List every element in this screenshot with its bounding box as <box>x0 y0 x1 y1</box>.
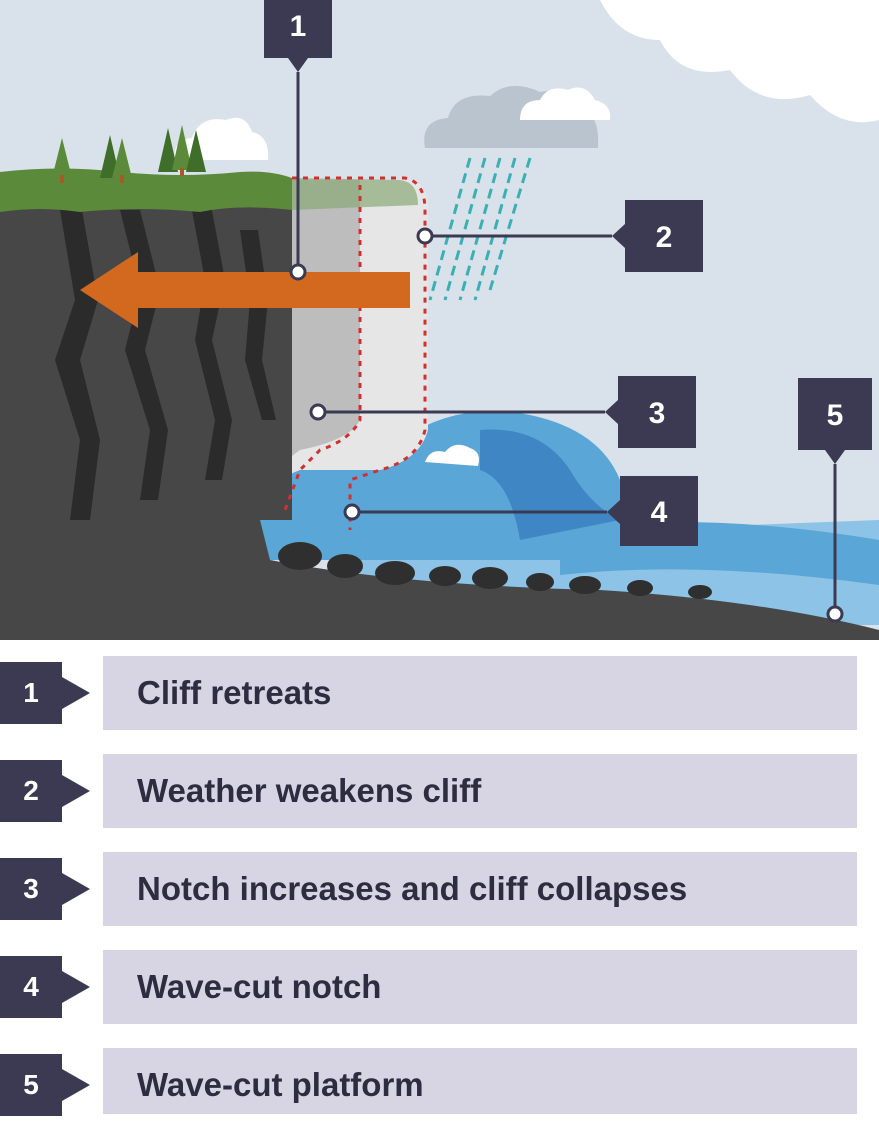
key-box: Wave-cut platform <box>103 1048 857 1114</box>
key-badge: 5 <box>0 1054 62 1116</box>
key-box: Wave-cut notch <box>103 950 857 1024</box>
callout-4: 4 <box>343 476 698 546</box>
callout-3-number: 3 <box>649 397 666 430</box>
boulders <box>278 542 712 599</box>
key-pointer-icon <box>62 775 90 807</box>
key-item-5: 5 Wave-cut platform <box>0 1048 879 1116</box>
key-pointer-icon <box>62 1069 90 1101</box>
key-number: 4 <box>23 971 39 1002</box>
key-box: Notch increases and cliff collapses <box>103 852 857 926</box>
retreat-arrow-icon <box>80 252 410 328</box>
key-badge: 1 <box>0 662 62 724</box>
key-label: Weather weakens cliff <box>137 772 482 809</box>
wave-foam <box>425 444 479 466</box>
callout-5-number: 5 <box>827 399 844 432</box>
key-badge: 4 <box>0 956 62 1018</box>
original-cliff-outline <box>292 176 427 530</box>
key-label: Notch increases and cliff collapses <box>137 870 688 907</box>
callout-3: 3 <box>309 376 696 448</box>
key-box: Weather weakens cliff <box>103 754 857 828</box>
key-item-2: 2 Weather weakens cliff <box>0 754 879 828</box>
key-badge: 3 <box>0 858 62 920</box>
callout-5: 5 <box>798 378 872 623</box>
grass-eroded <box>292 178 418 210</box>
key-label: Wave-cut notch <box>137 968 382 1005</box>
callout-2: 2 <box>416 200 703 272</box>
callout-2-number: 2 <box>656 221 673 254</box>
trees-icon <box>52 125 206 183</box>
key-pointer-icon <box>62 873 90 905</box>
key-item-4: 4 Wave-cut notch <box>0 950 879 1024</box>
wave-cut-platform <box>0 520 879 640</box>
key-number: 3 <box>23 873 39 904</box>
key-label: Cliff retreats <box>137 674 332 711</box>
key-pointer-icon <box>62 971 90 1003</box>
key-number: 2 <box>23 775 39 806</box>
small-cloud-white <box>520 87 611 120</box>
key-number: 5 <box>23 1069 39 1100</box>
rain-icon <box>428 157 532 301</box>
cliff-erosion-diagram: 1 2 3 4 5 <box>0 0 879 640</box>
key-list: 1 Cliff retreats 2 Weather weakens cliff… <box>0 640 879 1116</box>
key-badge: 2 <box>0 760 62 822</box>
key-box: Cliff retreats <box>103 656 857 730</box>
notch-outline <box>283 185 362 511</box>
key-pointer-icon <box>62 677 90 709</box>
cloud-top-right <box>600 0 879 123</box>
key-item-1: 1 Cliff retreats <box>0 656 879 730</box>
callout-1-number: 1 <box>290 10 307 43</box>
key-item-3: 3 Notch increases and cliff collapses <box>0 852 879 926</box>
key-label: Wave-cut platform <box>137 1066 424 1103</box>
callout-1: 1 <box>264 0 332 281</box>
key-number: 1 <box>23 677 39 708</box>
callout-4-number: 4 <box>651 496 668 529</box>
grass <box>0 168 292 212</box>
